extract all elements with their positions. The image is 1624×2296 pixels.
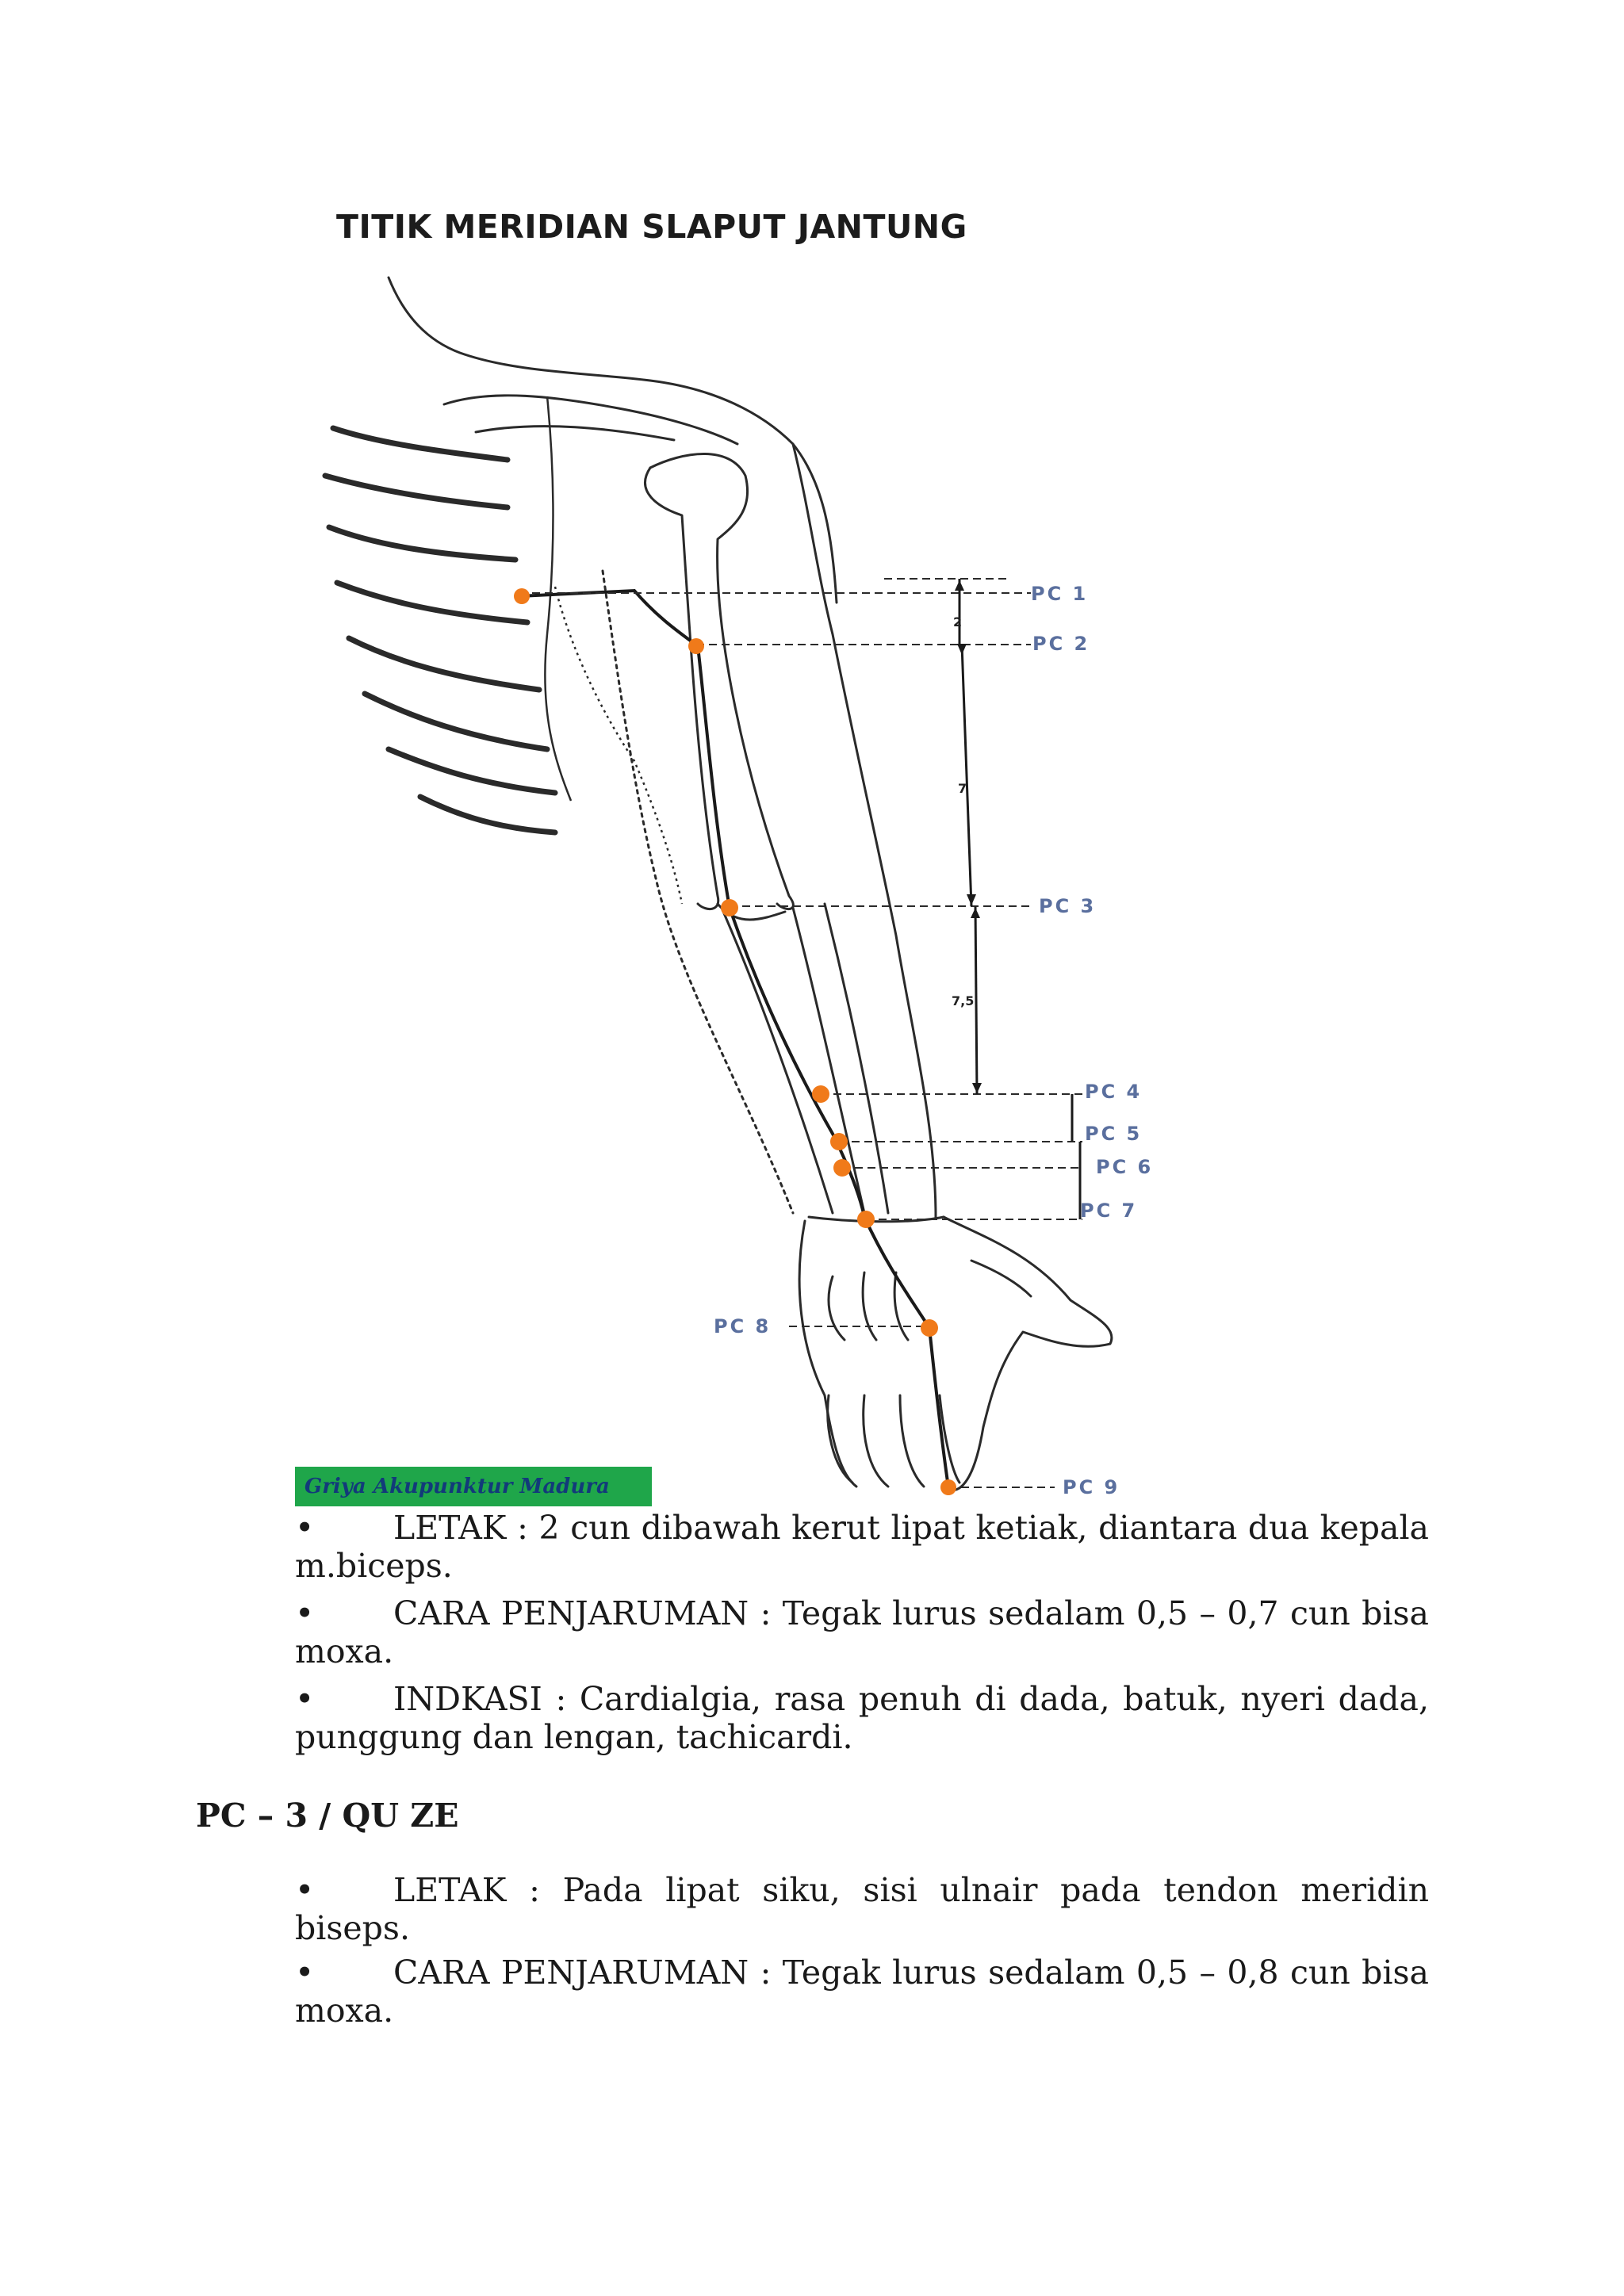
point-pc2 — [688, 638, 704, 654]
item-text-line1: CARA PENJARUMAN : Tegak lurus sedalam 0,… — [393, 1954, 1429, 1992]
point-pc9 — [940, 1479, 956, 1495]
bullet: • — [295, 1680, 315, 1718]
list-item: • CARA PENJARUMAN : Tegak lurus sedalam 0… — [295, 1954, 1429, 2030]
meridian-figure: TITIK MERIDIAN SLAPUT JANTUNG — [295, 208, 1153, 1506]
list-item: • INDKASI : Cardialgia, rasa penuh di dad… — [295, 1680, 1429, 1756]
item-text-line2: moxa. — [295, 1992, 394, 2030]
item-text-line1: LETAK : 2 cun dibawah kerut lipat ketiak… — [393, 1509, 1429, 1547]
item-text-line2: moxa. — [295, 1632, 394, 1670]
point-pc7 — [857, 1211, 875, 1228]
label-pc5: PC 5 — [1085, 1123, 1142, 1145]
label-pc6: PC 6 — [1096, 1156, 1153, 1178]
label-pc9: PC 9 — [1063, 1476, 1120, 1498]
bullet: • — [295, 1954, 315, 1992]
item-text-line2: punggung dan lengan, tachicardi. — [295, 1718, 853, 1756]
label-pc1: PC 1 — [1031, 583, 1088, 605]
section2-list: •LETAK : Pada lipat siku, sisi ulnair pa… — [295, 1871, 1429, 2030]
item-text-line1: INDKASI : Cardialgia, rasa penuh di dada… — [393, 1680, 1429, 1718]
measure-7-5: 7,5 — [952, 993, 974, 1008]
point-pc8 — [921, 1319, 938, 1337]
item-text-line1: CARA PENJARUMAN : Tegak lurus sedalam 0,… — [393, 1594, 1429, 1632]
list-item: • LETAK : 2 cun dibawah kerut lipat ketia… — [295, 1509, 1429, 1585]
label-pc8: PC 8 — [714, 1315, 771, 1337]
point-pc1 — [514, 588, 530, 604]
label-pc7: PC 7 — [1080, 1200, 1137, 1222]
point-pc4 — [812, 1085, 829, 1103]
measure-2: 2 — [953, 614, 962, 629]
section-heading: PC – 3 / QU ZE — [196, 1797, 459, 1835]
item-text-line2: m.biceps. — [295, 1547, 453, 1585]
bullet: • — [295, 1871, 315, 1909]
section1-list: • LETAK : 2 cun dibawah kerut lipat ketia… — [295, 1509, 1429, 1756]
bullet: • — [295, 1594, 315, 1632]
measure-7: 7 — [958, 781, 967, 796]
figure-title: TITIK MERIDIAN SLAPUT JANTUNG — [336, 208, 967, 246]
arm-illustration: 2 7 7,5 PC 1 PC 2 PC 3 PC 4 PC 5 PC 6 PC… — [322, 276, 1153, 1498]
label-pc4: PC 4 — [1085, 1081, 1142, 1103]
point-pc5 — [830, 1133, 848, 1150]
point-pc3 — [721, 899, 738, 916]
watermark-logo: Griya Akupunktur Madura — [295, 1467, 652, 1506]
list-item: •LETAK : Pada lipat siku, sisi ulnair pa… — [295, 1871, 1429, 1947]
list-item: • CARA PENJARUMAN : Tegak lurus sedalam 0… — [295, 1594, 1429, 1670]
label-pc3: PC 3 — [1039, 895, 1096, 917]
label-pc2: PC 2 — [1032, 633, 1090, 655]
item-text-line1: LETAK : Pada lipat siku, sisi ulnair pad… — [295, 1871, 1429, 1947]
point-pc6 — [833, 1159, 851, 1177]
bullet: • — [295, 1509, 315, 1547]
